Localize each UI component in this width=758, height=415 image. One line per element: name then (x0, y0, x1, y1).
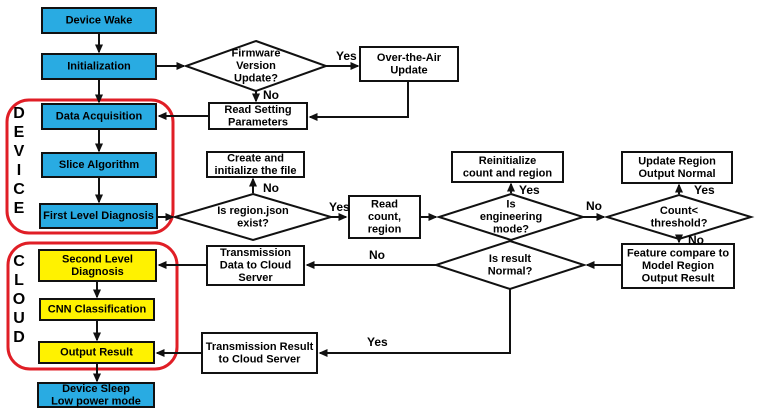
update-region-output-node (621, 151, 733, 184)
create-initialize-file-node (206, 151, 305, 178)
first-level-diagnosis-node (39, 203, 158, 229)
count-threshold-label: Count<threshold? (651, 205, 708, 230)
output-result-label: Output Result (60, 347, 133, 359)
label-result-yes: Yes (367, 335, 388, 349)
label-firmware-no: No (263, 88, 279, 102)
device-group-outline (5, 98, 175, 235)
label-region-yes: Yes (329, 200, 350, 214)
over-the-air-update-node (359, 46, 459, 82)
device-wake-node (41, 7, 157, 34)
second-level-diagnosis-node (38, 249, 157, 282)
cnn-classification-label: CNN Classification (48, 304, 147, 316)
data-acquisition-node (41, 103, 157, 130)
label-count-yes: Yes (694, 183, 715, 197)
cloud-group-outline (6, 241, 179, 371)
output-result-node (38, 341, 155, 364)
edge-ota-to-read-setting (308, 81, 409, 121)
label-firmware-yes: Yes (336, 49, 357, 63)
read-count-region-node (348, 195, 421, 239)
label-region-no: No (263, 181, 279, 195)
label-result-no: No (369, 248, 385, 262)
edge-result-yes-transresult (318, 289, 511, 357)
transmission-data-node (206, 245, 305, 286)
is-engineering-mode-decision (435, 192, 587, 242)
label-engineering-no: No (586, 199, 602, 213)
feature-compare-node (621, 243, 735, 289)
slice-algorithm-node (41, 152, 157, 178)
read-setting-parameters-node (208, 102, 308, 130)
slice-algorithm-label: Slice Algorithm (59, 159, 139, 171)
initialization-label: Initialization (67, 61, 131, 73)
label-count-no: No (688, 233, 704, 247)
reinitialize-count-region-node (451, 151, 564, 183)
device-sleep-node (37, 382, 155, 408)
device-wake-label: Device Wake (66, 15, 133, 27)
label-engineering-yes: Yes (519, 183, 540, 197)
first-level-diagnosis-label: First Level Diagnosis (43, 210, 154, 222)
data-acquisition-label: Data Acquisition (56, 111, 143, 123)
is-region-json-exist-decision (171, 192, 335, 242)
